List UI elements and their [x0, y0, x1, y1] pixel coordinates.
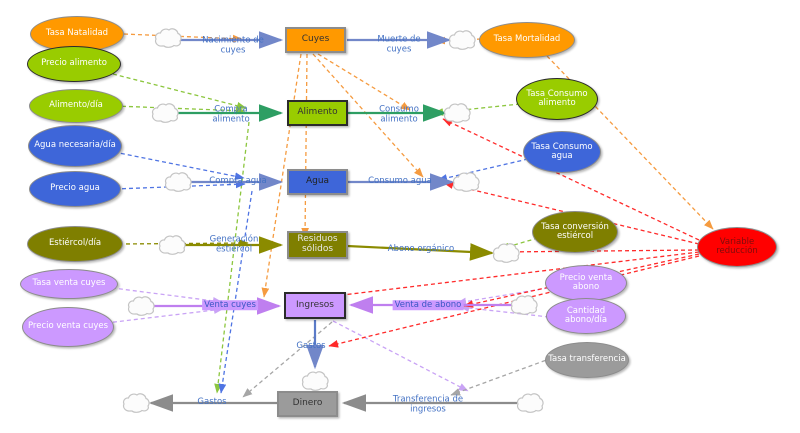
variable-label: Alimento/día [49, 100, 103, 111]
stock-ingresos[interactable]: Ingresos [284, 292, 346, 319]
variable-label: Tasa Consumo agua [531, 141, 593, 161]
flow-label-venta-abono[interactable]: Venta de abono [392, 300, 464, 311]
cloud-sink-consumo-alimento[interactable] [443, 103, 471, 123]
variable-cantidad-abono-dia[interactable]: Cantidad abono/día [546, 298, 626, 334]
cloud-sink-gastos-ingresos[interactable] [301, 371, 329, 391]
flow-label-nacimiento-cuyes[interactable]: Nacimiento de cuyes [202, 35, 264, 55]
variable-alimento-dia[interactable]: Alimento/día [29, 89, 123, 123]
link-cuyes-generacion-estiercol[interactable] [301, 53, 309, 238]
stock-dinero[interactable]: Dinero [277, 391, 338, 417]
variable-tasa-conversion-estiercol[interactable]: Tasa conversión estiércol [532, 211, 618, 253]
selected-label-highlight: Venta de abono [392, 300, 464, 311]
cloud-source-transferencia[interactable] [516, 393, 544, 413]
stock-residuos-solidos[interactable]: Residuos sólidos [287, 231, 348, 259]
link-tasa-consumo-agua-consumo[interactable] [437, 158, 529, 182]
link-cuyes-consumo-alimento[interactable] [317, 53, 411, 111]
flow-label-consumo-agua[interactable]: Consumo agua [368, 176, 432, 187]
link-tasa-natalidad-nacimiento[interactable] [123, 33, 243, 43]
variable-estiercol-dia[interactable]: Estiércol/día [27, 226, 123, 262]
cloud-sink-muerte[interactable] [448, 30, 476, 50]
variable-label: Tasa Consumo alimento [526, 88, 588, 108]
variable-label: Tasa Natalidad [45, 28, 109, 39]
link-tasa-transferencia-transferencia[interactable] [450, 357, 553, 396]
variable-label: Tasa venta cuyes [32, 278, 106, 289]
stock-label: Cuyes [301, 34, 330, 45]
selected-label-highlight: Venta cuyes [202, 300, 258, 311]
link-agua-necesaria-compra-agua[interactable] [113, 151, 245, 181]
variable-label: Precio venta cuyes [27, 321, 109, 332]
variable-variable-reduccion[interactable]: Variable reducción [697, 227, 777, 267]
variable-label: Precio agua [50, 183, 100, 194]
cloud-source-compra-alimento[interactable] [151, 103, 179, 123]
link-cantidad-abono-venta[interactable] [459, 304, 550, 318]
cloud-source-venta-abono[interactable] [510, 295, 538, 315]
variable-label: Agua necesaria/día [34, 140, 116, 151]
variable-tasa-transferencia[interactable]: Tasa transferencia [545, 342, 629, 378]
link-ingresos-transferencia[interactable] [332, 320, 469, 392]
flow-label-consumo-alimento[interactable]: Consumo alimento [379, 104, 419, 124]
flow-label-abono-organico[interactable]: Abono orgánico [387, 244, 455, 255]
cloud-sink-gastos-dinero[interactable] [122, 393, 150, 413]
link-tasa-mortalidad-variable-reduccion[interactable] [546, 55, 714, 230]
variable-label: Precio venta abono [559, 272, 613, 292]
stock-cuyes[interactable]: Cuyes [285, 27, 346, 53]
stock-agua[interactable]: Agua [287, 169, 348, 195]
flow-label-muerte-cuyes[interactable]: Muerte de cuyes [377, 34, 421, 54]
variable-label: Variable reducción [716, 236, 758, 256]
variable-label: Tasa transferencia [548, 354, 626, 365]
flow-label-gastos-ingresos[interactable]: Gastos [296, 341, 326, 352]
stock-label: Agua [305, 176, 330, 187]
link-tasa-venta-cuyes-venta[interactable] [104, 286, 223, 305]
link-variable-reduccion-venta-cuyes[interactable] [292, 251, 700, 304]
cloud-source-venta-cuyes[interactable] [127, 296, 155, 316]
flow-label-generacion-estiercol[interactable]: Generación estiércol [209, 234, 259, 254]
variable-label: Estiércol/día [48, 238, 102, 249]
variable-tasa-venta-cuyes[interactable]: Tasa venta cuyes [20, 269, 118, 299]
variable-tasa-consumo-agua[interactable]: Tasa Consumo agua [523, 131, 601, 173]
link-variable-reduccion-abono[interactable] [500, 248, 700, 256]
flow-abono-organico-pipe[interactable] [346, 243, 495, 261]
flow-label-transferencia-ingresos[interactable]: Transferencia de ingresos [392, 394, 464, 414]
stock-alimento[interactable]: Alimento [287, 100, 348, 126]
variable-precio-venta-cuyes[interactable]: Precio venta cuyes [22, 307, 114, 347]
link-compra-agua-gastos[interactable] [218, 190, 253, 394]
cloud-source-nacimiento[interactable] [154, 28, 182, 48]
variable-precio-agua[interactable]: Precio agua [29, 171, 121, 207]
link-compra-alimento-gastos[interactable] [214, 121, 250, 394]
clouds [122, 28, 544, 413]
cloud-sink-abono[interactable] [492, 243, 520, 263]
link-alimento-dia-compra[interactable] [114, 105, 246, 115]
variable-label: Cantidad abono/día [564, 305, 608, 325]
variable-label: Tasa conversión estiércol [541, 221, 609, 241]
link-variable-reduccion-consumo-agua[interactable] [443, 181, 700, 245]
variable-tasa-mortalidad[interactable]: Tasa Mortalidad [479, 22, 575, 58]
flow-label-compra-alimento[interactable]: Compra alimento [212, 104, 250, 124]
link-variable-reduccion-consumo-alimento[interactable] [442, 118, 700, 241]
variable-precio-alimento[interactable]: Precio alimento [27, 46, 121, 82]
influence-links [104, 33, 714, 398]
stock-label: Ingresos [296, 299, 334, 310]
cloud-source-generacion[interactable] [158, 235, 186, 255]
link-precio-alimento-compra[interactable] [112, 73, 247, 110]
flow-label-venta-cuyes[interactable]: Venta cuyes [202, 300, 258, 311]
variable-tasa-consumo-alimento[interactable]: Tasa Consumo alimento [516, 78, 598, 120]
flow-label-gastos-dinero[interactable]: Gastos [197, 397, 227, 408]
variable-label: Tasa Mortalidad [493, 34, 561, 45]
variable-agua-necesaria-dia[interactable]: Agua necesaria/día [28, 125, 122, 167]
link-ingresos-gastos[interactable] [242, 321, 333, 398]
stock-label: Dinero [292, 398, 323, 409]
stock-label: Alimento [297, 107, 338, 118]
link-precio-venta-cuyes-venta[interactable] [105, 306, 224, 324]
variable-label: Precio alimento [41, 58, 107, 69]
cloud-source-compra-agua[interactable] [164, 172, 192, 192]
variable-precio-venta-abono[interactable]: Precio venta abono [545, 265, 627, 301]
flow-label-compra-agua[interactable]: Compra agua [209, 176, 267, 187]
stock-label: Residuos sólidos [297, 234, 338, 254]
